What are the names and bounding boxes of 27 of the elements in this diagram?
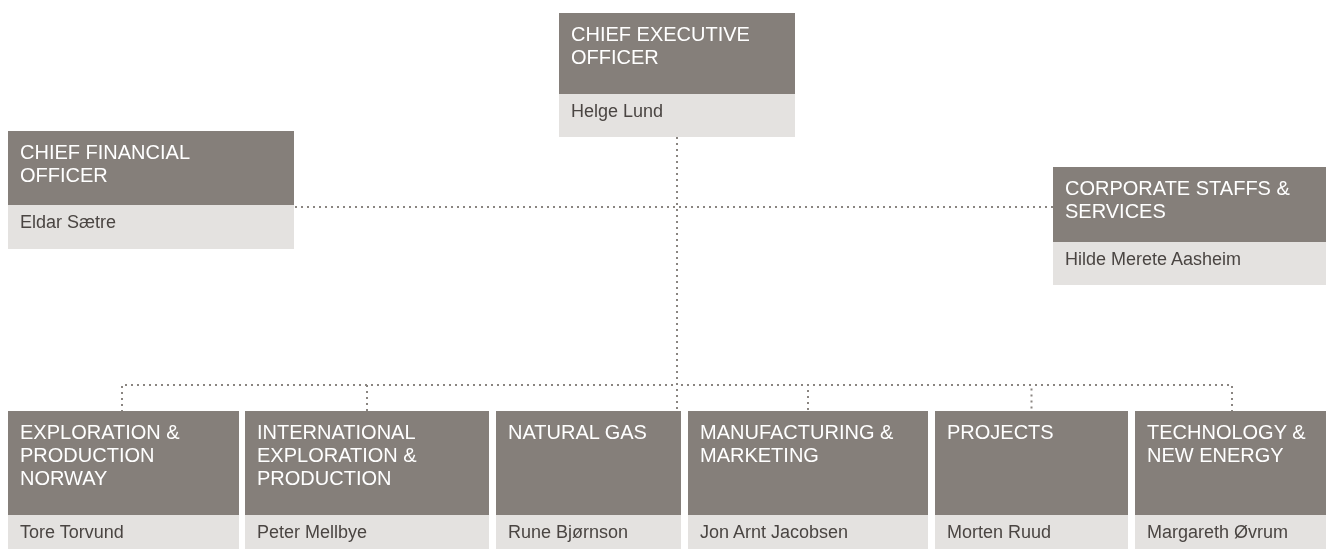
person-name: Tore Torvund [8,515,239,549]
unit-title: PROJECTS [935,411,1128,515]
org-unit-box [8,131,294,249]
person-name: Helge Lund [559,94,795,137]
org-unit-box [1053,167,1326,285]
org-unit-box [1135,411,1326,549]
person-name: Rune Bjørnson [496,515,681,549]
person-name: Eldar Sætre [8,205,294,249]
unit-title: MANUFACTURING & MARKETING [688,411,928,515]
person-name: Jon Arnt Jacobsen [688,515,928,549]
person-name: Margareth Øvrum [1135,515,1326,549]
unit-title: CORPORATE STAFFS & SERVICES [1053,167,1326,242]
org-unit-box [935,411,1128,549]
org-unit-box [688,411,928,549]
person-name: Morten Ruud [935,515,1128,549]
unit-title: EXPLORATION & PRODUCTION NORWAY [8,411,239,515]
org-unit-box [8,411,239,549]
person-name: Hilde Merete Aasheim [1053,242,1326,285]
unit-title: INTERNATIONAL EXPLORATION & PRODUCTION [245,411,489,515]
unit-title: TECHNOLOGY & NEW ENERGY [1135,411,1326,515]
unit-title: CHIEF EXECUTIVE OFFICER [559,13,795,94]
unit-title: NATURAL GAS [496,411,681,515]
org-unit-box [496,411,681,549]
person-name: Peter Mellbye [245,515,489,549]
unit-title: CHIEF FINANCIAL OFFICER [8,131,294,205]
org-unit-box [245,411,489,549]
org-unit-box [559,13,795,137]
